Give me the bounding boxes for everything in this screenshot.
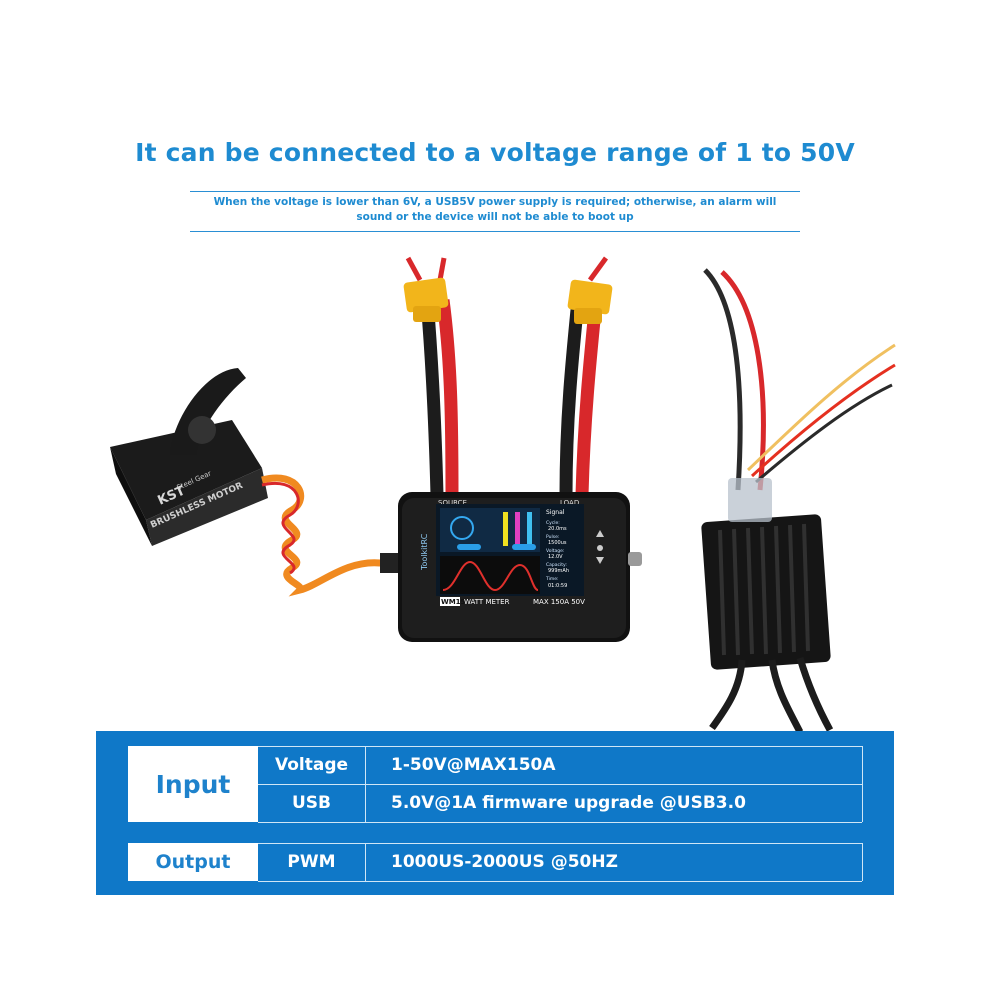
servo-motor: BRUSHLESS MOTOR Steel Gear KST — [110, 368, 268, 546]
model-label: WM150 — [441, 598, 470, 606]
down-button[interactable] — [596, 557, 604, 564]
capacity-label: Capacity: — [546, 562, 567, 568]
voltage-note: When the voltage is lower than 6V, a USB… — [0, 195, 990, 225]
headline: It can be connected to a voltage range o… — [135, 138, 855, 167]
esc-input-wires — [703, 268, 896, 491]
usb-port — [628, 552, 642, 566]
servo-cable — [261, 474, 408, 597]
time-label: Time: — [545, 576, 559, 582]
input-group-label: Input — [128, 746, 258, 822]
grid-line — [258, 746, 862, 747]
capacity-value: 999mAh — [548, 568, 569, 574]
product-name: WATT METER — [464, 598, 510, 606]
esc-module — [701, 478, 834, 734]
signal-title: Signal — [546, 509, 565, 516]
spec-table: Input Output Voltage USB PWM 1-50V@MAX15… — [96, 731, 894, 895]
cycle-label: Cycle: — [546, 520, 560, 526]
voltage-value: 12.0V — [548, 554, 563, 560]
grid-line — [862, 843, 863, 881]
grid-line — [862, 746, 863, 822]
voltage-note-line-2: sound or the device will not be able to … — [356, 211, 634, 223]
grid-line — [365, 843, 366, 881]
grid-line — [258, 881, 862, 882]
voltage-note-line-1: When the voltage is lower than 6V, a USB… — [213, 196, 777, 208]
watt-meter: SOURCE LOAD ToolkitRC Signal Cycle: 20.0… — [398, 492, 642, 642]
cycle-value: 20.0ms — [548, 526, 567, 532]
output-group-label: Output — [128, 843, 258, 881]
usb-name: USB — [291, 793, 331, 813]
load-connector — [567, 279, 613, 324]
grid-line — [258, 843, 862, 844]
pwm-name: PWM — [287, 852, 336, 872]
pulse-label: Pulse: — [546, 534, 559, 540]
pwm-value: 1000US-2000US @50HZ — [391, 852, 618, 872]
grid-line — [365, 746, 366, 822]
product-illustration: BRUSHLESS MOTOR Steel Gear KST SOURCE LO… — [110, 256, 896, 734]
grid-line — [258, 784, 862, 785]
source-label: SOURCE — [438, 499, 467, 507]
ok-button[interactable] — [597, 545, 603, 551]
rating-label: MAX 150A 50V — [533, 598, 585, 606]
top-divider — [190, 191, 800, 192]
time-value: 01:0:59 — [548, 583, 567, 589]
usb-value: 5.0V@1A firmware upgrade @USB3.0 — [391, 793, 746, 813]
up-button[interactable] — [596, 530, 604, 537]
brand-label: ToolkitRC — [420, 533, 429, 571]
bottom-divider — [190, 231, 800, 232]
load-label: LOAD — [560, 499, 579, 507]
voltage-label: Voltage: — [546, 548, 564, 554]
grid-line — [258, 822, 862, 823]
pulse-value: 1500us — [548, 540, 567, 546]
voltage-name: Voltage — [274, 755, 349, 775]
source-connector — [403, 277, 449, 322]
voltage-value: 1-50V@MAX150A — [391, 755, 556, 775]
